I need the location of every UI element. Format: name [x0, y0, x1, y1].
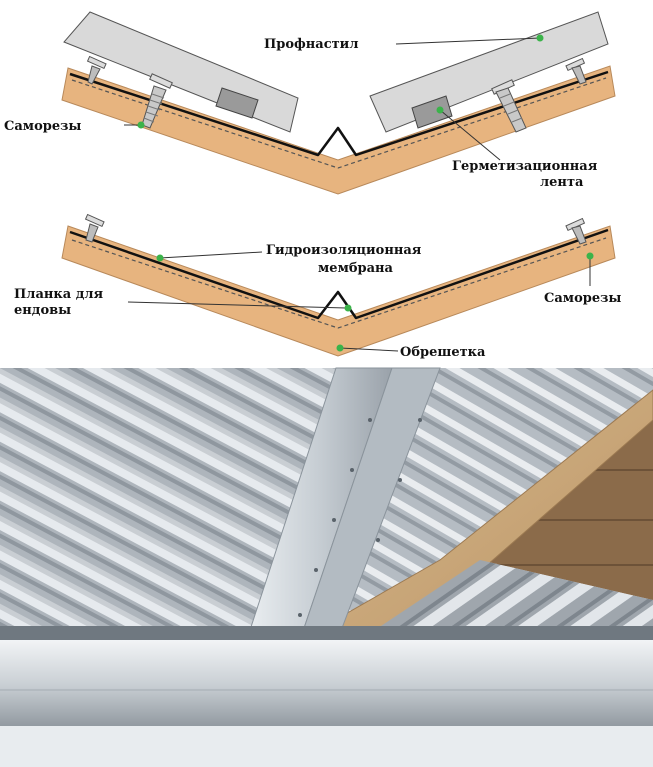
screw-icon	[491, 79, 527, 133]
diagram-top: Профнастил Саморезы Герметизационная лен…	[4, 11, 616, 195]
label-gidro-line1: Гидроизоляционная	[266, 243, 422, 258]
screw-icon	[565, 217, 587, 245]
label-germ-line1: Герметизационная	[452, 159, 598, 174]
diagram-bottom: Гидроизоляционная мембрана Планка для ен…	[14, 213, 621, 360]
membrane-line-top	[71, 77, 607, 169]
label-obreshetka: Обрешетка	[400, 345, 486, 360]
leader-profnastil	[395, 37, 541, 45]
screw-icon	[141, 73, 173, 129]
screw-icon	[84, 213, 105, 243]
sealing-tape-right	[411, 95, 453, 129]
sealing-tape-left	[215, 87, 259, 119]
leader-gidro	[159, 251, 263, 259]
label-samorezy-top: Саморезы	[4, 119, 81, 134]
marker-dot	[536, 34, 544, 42]
gutter	[0, 640, 653, 730]
valley-flashing-bottom	[69, 228, 609, 320]
leader-planka	[127, 301, 347, 309]
label-profnastil: Профнастил	[264, 37, 358, 52]
marker-dot	[586, 252, 594, 260]
leader-obreshetka	[339, 347, 399, 352]
leader-germ-tape	[439, 109, 501, 161]
label-germ-line2: лента	[540, 175, 584, 190]
marker-dot	[336, 344, 344, 352]
screw-icon	[565, 57, 587, 85]
marker-dot	[156, 254, 164, 262]
marker-dot	[344, 304, 352, 312]
valley-roof-photo	[0, 367, 653, 767]
screw-icon	[86, 55, 107, 85]
marker-dot	[137, 121, 145, 129]
membrane-line-bottom	[71, 237, 607, 329]
label-gidro-line2: мембрана	[318, 261, 394, 276]
marker-dot	[436, 106, 444, 114]
label-planka-line1: Планка для	[14, 287, 104, 302]
label-samorezy-bottom: Саморезы	[544, 291, 621, 306]
batten-board-bottom	[61, 225, 616, 357]
label-planka-line2: ендовы	[14, 303, 71, 318]
valley-flashing-top	[69, 70, 609, 157]
